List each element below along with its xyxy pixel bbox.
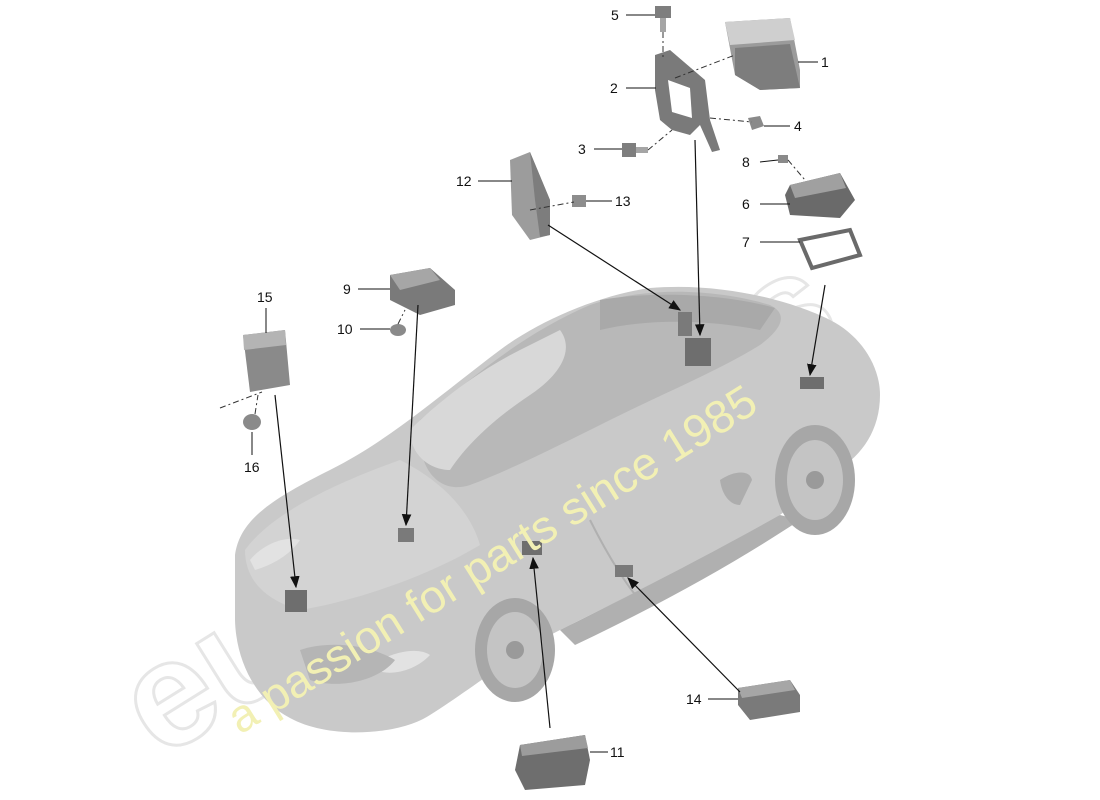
callout-10: 10 xyxy=(337,321,353,337)
assembly-lines xyxy=(219,32,806,415)
callout-labels: 1 2 3 4 5 6 7 8 9 10 11 12 13 14 15 16 xyxy=(244,7,829,760)
part-3-bolt xyxy=(622,143,648,157)
callout-16: 16 xyxy=(244,459,260,475)
part-7-frame xyxy=(797,227,863,271)
callout-3: 3 xyxy=(578,141,586,157)
install-markers xyxy=(285,312,824,612)
part-8-screw xyxy=(778,155,788,163)
part-12-module xyxy=(510,152,550,240)
callout-11: 11 xyxy=(610,744,625,760)
callout-14: 14 xyxy=(686,691,702,707)
callout-13: 13 xyxy=(615,193,631,209)
location-arrows xyxy=(274,139,826,729)
callout-4: 4 xyxy=(794,118,802,134)
callout-15: 15 xyxy=(257,289,273,305)
callout-9: 9 xyxy=(343,281,351,297)
part-4-nut xyxy=(748,116,764,130)
part-16-grommet xyxy=(243,414,261,430)
callout-7: 7 xyxy=(742,234,750,250)
part-2-bracket xyxy=(655,50,720,152)
part-11-control-unit xyxy=(515,735,590,790)
callout-2: 2 xyxy=(610,80,618,96)
part-10-grommet xyxy=(390,324,406,336)
callout-leaders xyxy=(251,14,818,753)
part-9-control-unit xyxy=(390,268,455,315)
callout-5: 5 xyxy=(611,7,619,23)
callout-1: 1 xyxy=(821,54,829,70)
callout-8: 8 xyxy=(742,154,750,170)
part-1-control-unit xyxy=(725,18,800,90)
part-14-control-unit xyxy=(738,680,800,720)
callout-12: 12 xyxy=(456,173,472,189)
part-15-control-unit xyxy=(243,330,290,392)
part-6-module xyxy=(785,173,855,218)
part-5-screw xyxy=(655,6,671,32)
callout-6: 6 xyxy=(742,196,750,212)
part-13-connector xyxy=(572,195,586,207)
